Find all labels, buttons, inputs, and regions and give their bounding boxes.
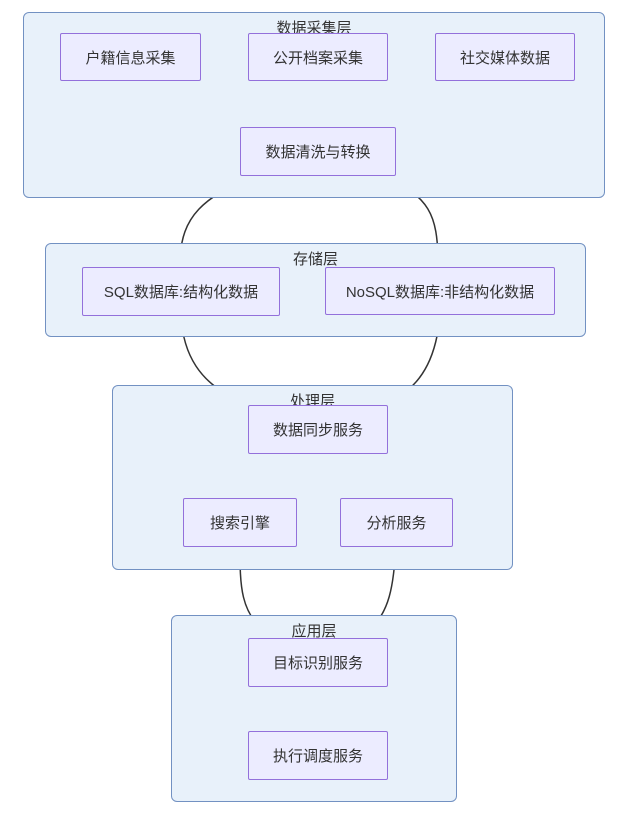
- node-search-engine: 搜索引擎: [183, 498, 297, 547]
- node-sql-database: SQL数据库:结构化数据: [82, 267, 280, 316]
- cluster-title-application: 应用层: [291, 623, 337, 640]
- cluster-title-data-collection: 数据采集层: [276, 20, 352, 37]
- node-public-archives-collection: 公开档案采集: [248, 33, 388, 81]
- node-census-info-collection: 户籍信息采集: [60, 33, 201, 81]
- node-target-recognition-service: 目标识别服务: [248, 638, 388, 687]
- node-nosql-database: NoSQL数据库:非结构化数据: [325, 267, 555, 315]
- node-data-sync-service: 数据同步服务: [248, 405, 388, 454]
- node-social-media-data: 社交媒体数据: [435, 33, 575, 81]
- node-data-cleaning-transform: 数据清洗与转换: [240, 127, 396, 176]
- node-analysis-service: 分析服务: [340, 498, 453, 547]
- cluster-title-storage: 存储层: [292, 251, 338, 268]
- node-execution-dispatch-service: 执行调度服务: [248, 731, 388, 780]
